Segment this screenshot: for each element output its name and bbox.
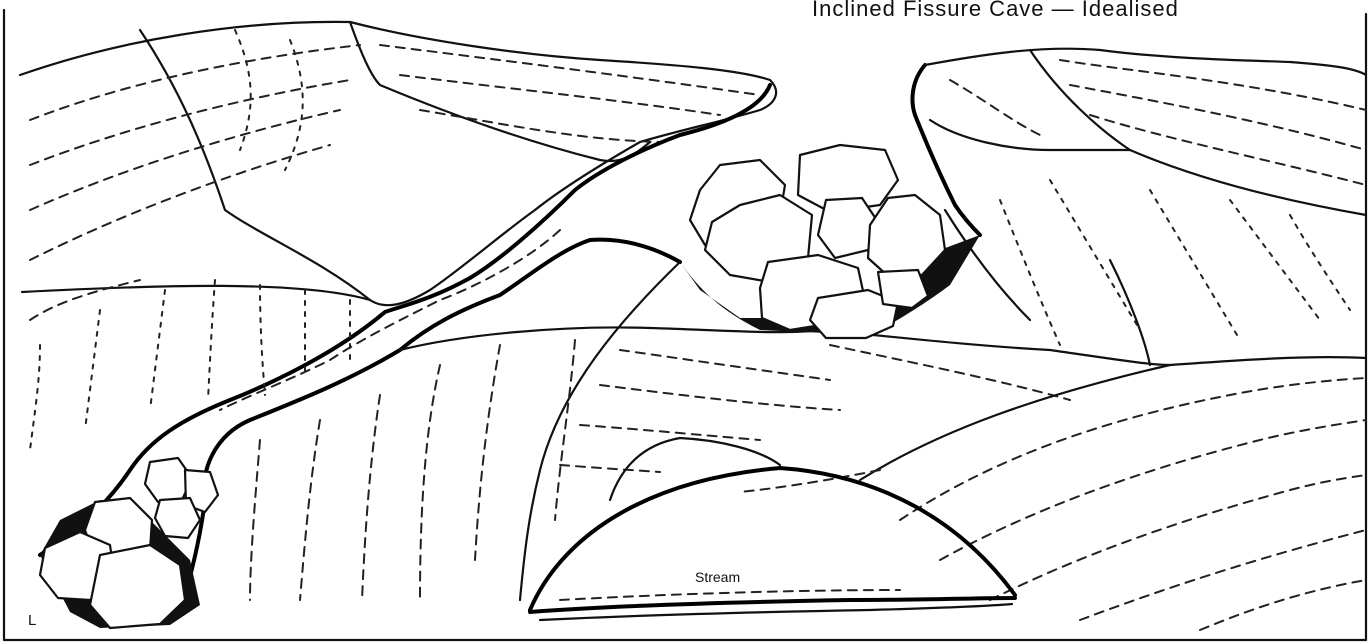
stream-label: Stream bbox=[695, 569, 740, 585]
lower-right-beds bbox=[740, 357, 1366, 630]
upper-left-rock-beds bbox=[20, 22, 776, 305]
boulder bbox=[155, 498, 200, 538]
boulder bbox=[868, 195, 945, 276]
lower-boulder-choke bbox=[40, 458, 218, 628]
corner-mark-label: L bbox=[28, 612, 36, 629]
right-rock-beds bbox=[912, 49, 1366, 345]
boulder bbox=[878, 270, 928, 308]
upper-boulder-choke bbox=[680, 145, 980, 338]
frame bbox=[4, 10, 1366, 640]
stream-passage: Stream bbox=[530, 438, 1015, 620]
middle-beds bbox=[30, 210, 1170, 600]
